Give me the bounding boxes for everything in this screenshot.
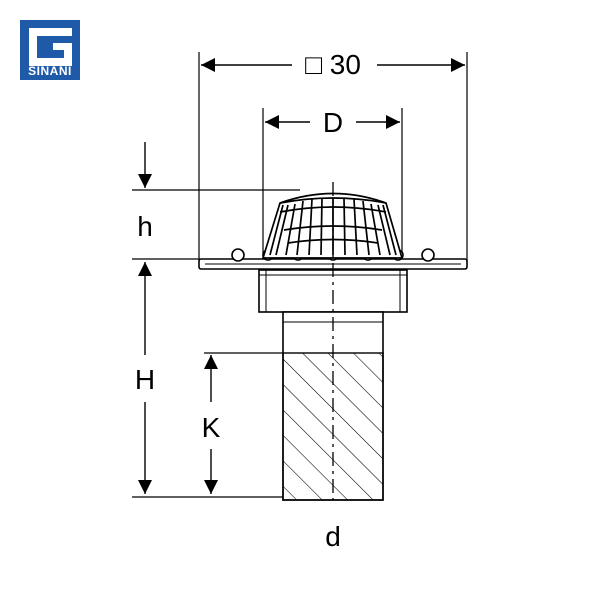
grate-diameter-label: D [323, 107, 343, 138]
pipe-diameter-label: d [325, 521, 341, 552]
logo-text: SINANI [28, 64, 72, 78]
total-height-dimension: H [135, 262, 155, 494]
overall-width-dimension: □ 30 [201, 49, 465, 80]
roof-grate [261, 192, 404, 259]
insulation-height-label: K [202, 412, 221, 443]
grate-height-label: h [137, 211, 153, 242]
total-height-label: H [135, 364, 155, 395]
insulation-height-dimension: K [202, 355, 221, 494]
grate-height-dimension: h [137, 142, 153, 242]
overall-width-label: □ 30 [305, 49, 361, 80]
extension-lines [132, 52, 468, 498]
grate-diameter-dimension: D [265, 107, 400, 138]
logo-mark-icon [20, 20, 80, 68]
sinani-logo: SINANI [20, 20, 80, 80]
